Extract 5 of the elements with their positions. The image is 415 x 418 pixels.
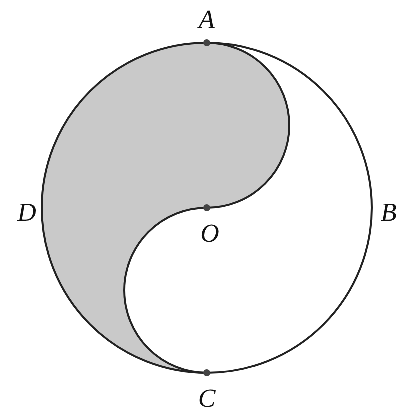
point-label: A: [199, 7, 215, 33]
point-label: D: [18, 200, 36, 226]
point-label: O: [200, 221, 220, 247]
point-label: B: [381, 200, 397, 226]
point-label: C: [198, 386, 216, 412]
